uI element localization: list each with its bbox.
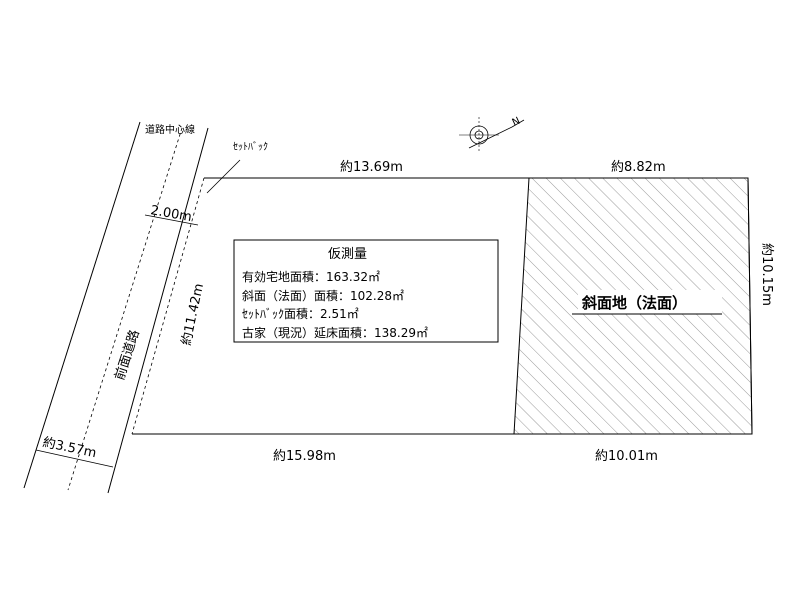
setback-leader: [206, 159, 241, 194]
setback-label: ｾｯﾄﾊﾞｯｸ: [233, 141, 268, 153]
north-arrow-icon: [459, 117, 525, 153]
north-mark-label: N: [511, 116, 522, 129]
dim-top-right: 約8.82m: [611, 160, 666, 175]
info-box: [233, 239, 499, 343]
info-line-house-floor-area: 古家（現況）延床面積：138.29㎡: [242, 325, 428, 340]
road-edge-inner: [107, 127, 209, 494]
slope-area-label: 斜面地（法面）: [581, 294, 687, 312]
road-centerline: [67, 127, 183, 491]
dim-bottom-right: 約10.01m: [595, 449, 658, 464]
half-width-dimension-line: [144, 214, 199, 226]
road-edge-outer: [23, 121, 141, 489]
dim-left: 約11.42m: [179, 282, 207, 347]
info-line-setback-area: ｾｯﾄﾊﾞｯｸ面積：2.51㎡: [242, 306, 359, 321]
dim-bottom-left: 約15.98m: [273, 449, 336, 464]
dim-right: 約10.15m: [759, 243, 774, 306]
setback-line: [131, 177, 205, 435]
road-centerline-label: 道路中心線: [145, 123, 195, 136]
dim-top-left: 約13.69m: [340, 160, 403, 175]
info-line-slope-area: 斜面（法面）面積：102.28㎡: [242, 288, 404, 303]
half-width-label: 2.00m: [149, 203, 193, 225]
road-width-dimension-line: [35, 449, 114, 468]
slope-label-background: [578, 290, 722, 314]
info-box-title: 仮測量: [328, 247, 367, 262]
info-line-effective-area: 有効宅地面積：163.32㎡: [242, 269, 380, 284]
